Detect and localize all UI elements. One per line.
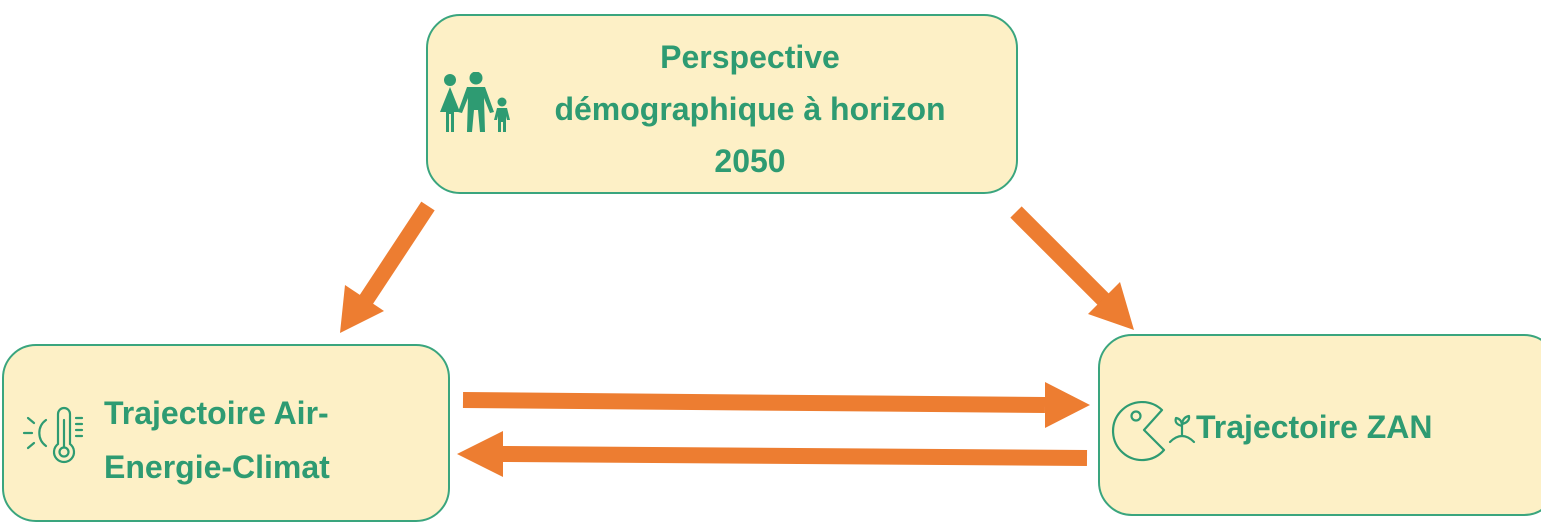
node-demographic-perspective-label-line1: Perspective (660, 39, 840, 75)
arrowhead-left-to-right (1045, 382, 1090, 428)
thermometer-sun-icon (22, 406, 84, 464)
arrow-top-to-right (1010, 206, 1116, 312)
land-consumption-icon (1111, 400, 1196, 462)
arrow-left-to-right (462, 392, 1046, 413)
node-zan-trajectory (1098, 334, 1541, 516)
family-icon (440, 72, 510, 132)
node-demographic-perspective-label-line2: démographique à horizon (554, 91, 946, 127)
arrowhead-top-to-right (1088, 282, 1134, 330)
node-air-energy-climate-label-line2: Energie-Climat (104, 449, 330, 485)
node-demographic-perspective (426, 14, 1018, 194)
arrowhead-top-to-left (340, 285, 384, 333)
node-air-energy-climate (2, 344, 450, 522)
arrow-right-to-left (501, 446, 1088, 466)
node-zan-trajectory-label: Trajectoire ZAN (1196, 409, 1433, 445)
arrow-top-to-left (357, 201, 435, 308)
node-air-energy-climate-label-line1: Trajectoire Air- (104, 395, 329, 431)
arrowhead-right-to-left (457, 431, 503, 477)
node-demographic-perspective-label-line3: 2050 (714, 143, 786, 179)
